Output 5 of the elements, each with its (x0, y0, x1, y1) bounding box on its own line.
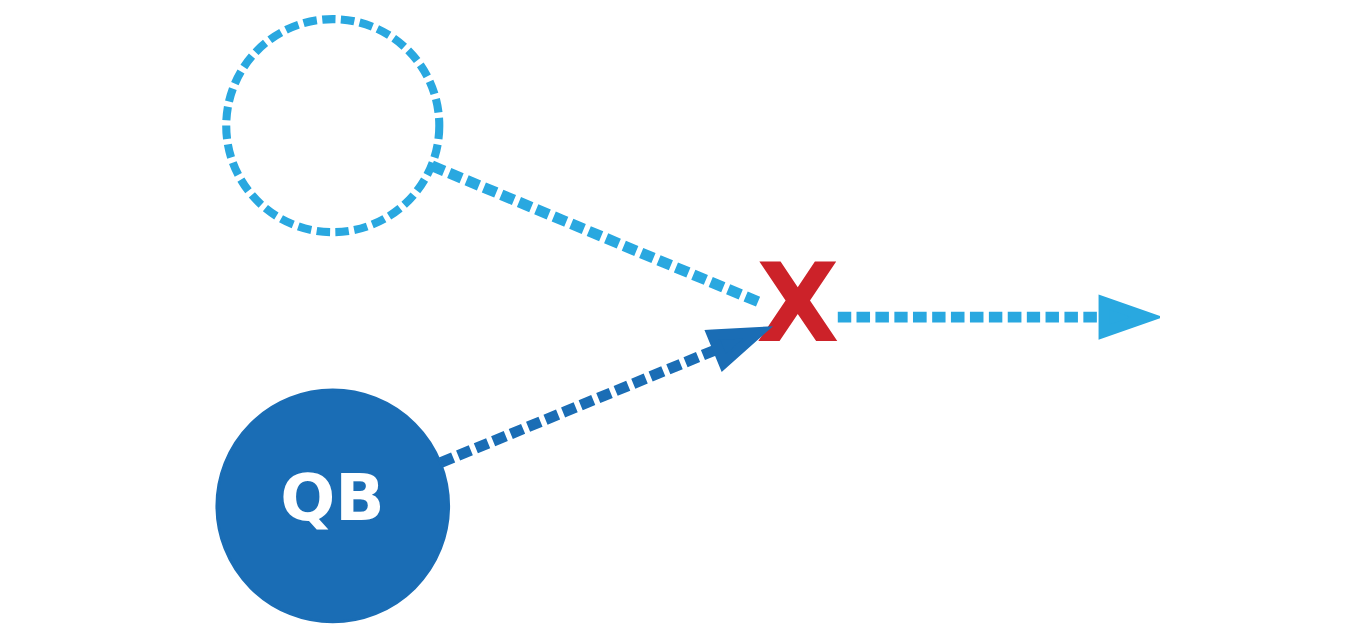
node-circle (221, 15, 443, 237)
node-circle: QB (214, 388, 450, 624)
arrow (837, 294, 1160, 340)
node-text: X (755, 241, 839, 367)
arrow (438, 326, 773, 468)
